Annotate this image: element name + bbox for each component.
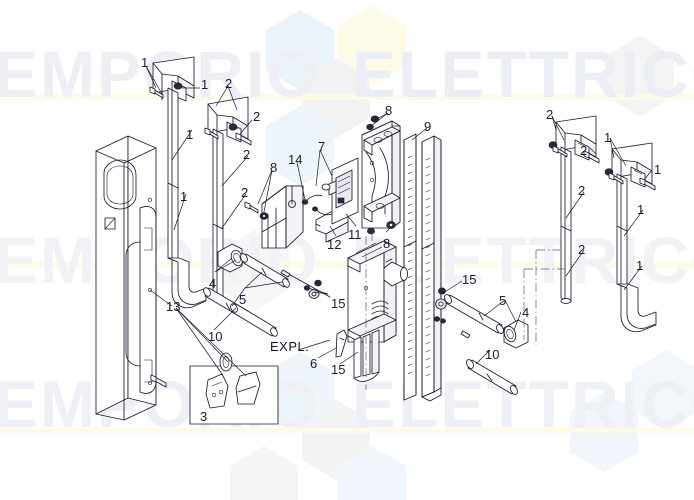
callout-28: 13 — [166, 299, 181, 314]
callout-12: 8 — [385, 103, 393, 118]
part-post-right-2 — [604, 142, 657, 333]
callout-16: 8 — [383, 236, 391, 251]
band-yellow-bottom — [0, 428, 694, 433]
part-rod-right — [433, 249, 560, 395]
callout-4: 2 — [253, 109, 261, 124]
part-screw-cover — [150, 374, 167, 388]
expl-note: EXPL. — [270, 339, 310, 354]
callout-31: 5 — [499, 293, 507, 308]
callout-8: 2 — [241, 185, 249, 200]
callout-2: 1 — [201, 77, 209, 92]
watermark-elettrico-row1: ELETTRICO — [352, 37, 694, 111]
callout-18: 1 — [604, 130, 612, 145]
part-bracket-center — [244, 185, 304, 249]
callout-13: 9 — [424, 119, 432, 134]
callout-1: 1 — [141, 55, 149, 70]
hex-blue-4 — [338, 446, 406, 500]
part-7-control-board — [312, 157, 359, 225]
callout-34: 6 — [310, 356, 318, 371]
callout-21: 2 — [578, 183, 586, 198]
part-gearbox-housing — [361, 115, 401, 268]
callout-24: 1 — [636, 258, 644, 273]
part-3-detail-box — [189, 352, 279, 425]
hex-blue-3 — [266, 352, 334, 432]
callout-36: 3 — [200, 409, 208, 424]
callout-27: 15 — [331, 296, 346, 311]
part-15-fasteners-left — [280, 269, 331, 299]
callout-15: 11 — [348, 227, 362, 242]
part-post-right-1 — [523, 115, 600, 340]
part-6-lever — [335, 329, 348, 358]
hex-cluster-bottom — [230, 352, 406, 500]
callout-29: 10 — [208, 329, 223, 344]
part-9-rail-right — [421, 135, 442, 402]
callout-17: 2 — [546, 107, 554, 122]
leader-lines — [145, 65, 653, 377]
callout-11: 7 — [318, 139, 326, 154]
hex-cluster-top — [266, 6, 406, 186]
callout-20: 1 — [654, 162, 662, 177]
callout-5: 1 — [186, 127, 194, 142]
callout-25: 4 — [209, 276, 217, 291]
callout-10: 14 — [288, 152, 303, 167]
callout-26: 5 — [239, 292, 247, 307]
part-cover-housing — [95, 135, 157, 421]
callout-3: 2 — [225, 76, 233, 91]
hex-gray-3 — [230, 446, 298, 500]
callout-9: 8 — [270, 160, 278, 175]
part-motor-body — [347, 236, 409, 390]
callout-14: 12 — [327, 237, 342, 252]
callout-7: 1 — [180, 189, 188, 204]
part-14-sensor — [301, 194, 323, 205]
band-yellow-mid — [0, 262, 694, 268]
part-post-left-1 — [149, 56, 207, 309]
callout-23: 2 — [578, 242, 586, 257]
callout-35: 15 — [331, 362, 346, 377]
callout-30: 15 — [462, 272, 477, 287]
band-yellow-top — [0, 94, 694, 100]
callout-33: 10 — [485, 347, 500, 362]
callout-19: 2 — [580, 143, 588, 158]
callout-22: 1 — [637, 202, 645, 217]
hex-yellow-1 — [338, 6, 406, 86]
callout-32: 4 — [522, 305, 530, 320]
hex-blue-2 — [266, 106, 334, 186]
hex-blue-6 — [632, 350, 694, 430]
callout-6: 2 — [243, 147, 251, 162]
